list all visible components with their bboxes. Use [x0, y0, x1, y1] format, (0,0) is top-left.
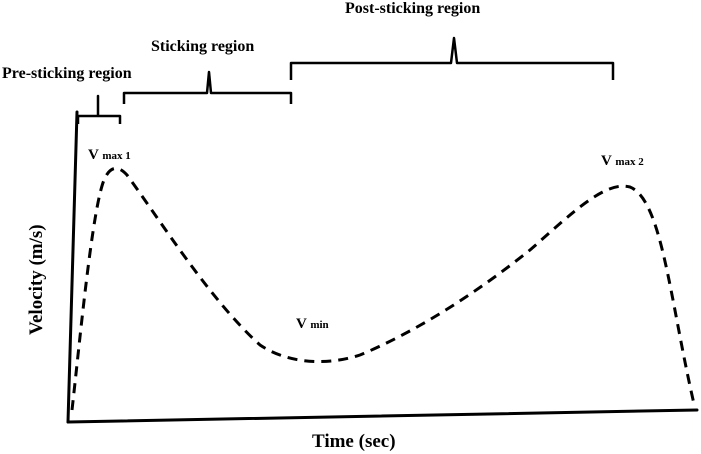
y-axis: [66, 110, 79, 424]
vmax1-main: V: [88, 147, 99, 163]
sticking-label: Sticking region: [151, 38, 254, 55]
x-axis-label: Time (sec): [312, 431, 396, 452]
pre-sticking-bracket: [76, 94, 122, 124]
vmax1-label: V max 1: [88, 147, 131, 163]
vmax2-main: V: [601, 153, 612, 169]
vmax2-label: V max 2: [601, 153, 644, 169]
vmin-sub: min: [310, 319, 328, 331]
vmax1-sub: max 1: [102, 150, 130, 162]
velocity-curve: [70, 166, 696, 411]
post-sticking-label: Post-sticking region: [345, 0, 480, 17]
y-axis-label: Velocity (m/s): [26, 224, 47, 335]
sticking-bracket: [122, 70, 293, 104]
x-axis: [66, 408, 699, 424]
post-sticking-bracket: [289, 36, 615, 80]
vmin-main: V: [296, 316, 307, 332]
vmin-label: V min: [296, 316, 329, 332]
pre-sticking-label: Pre-sticking region: [2, 65, 132, 82]
vmax2-sub: max 2: [615, 156, 644, 168]
